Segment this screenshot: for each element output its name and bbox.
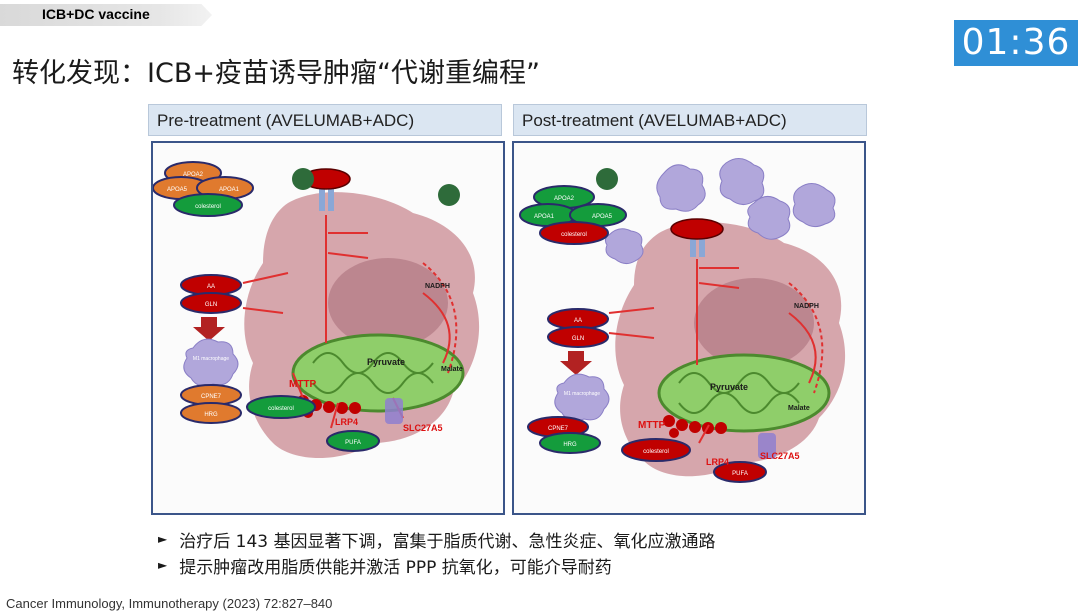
pre-treatment-heading: Pre-treatment (AVELUMAB+ADC) xyxy=(148,104,502,136)
aa-text: AA xyxy=(574,318,582,324)
m1-macrophage xyxy=(604,228,644,265)
malate-label: Malate xyxy=(441,366,463,373)
section-tag: ICB+DC vaccine xyxy=(0,4,212,26)
mttp-label: MTTP xyxy=(289,379,317,390)
bullet-item: ► 提示肿瘤改用脂质供能并激活 PPP 抗氧化，可能介导耐药 xyxy=(158,552,716,578)
m1-macrophage xyxy=(747,196,791,240)
malate-label: Malate xyxy=(788,405,810,412)
gln-text: GLN xyxy=(572,336,584,342)
post-pathway-svg: APOA2 APOA1 APOA5 colesterol AA GLN M1 m… xyxy=(519,158,846,483)
colesterol-oval xyxy=(539,221,609,245)
post-treatment-diagram: APOA2 APOA1 APOA5 colesterol AA GLN M1 m… xyxy=(512,141,866,515)
apoa2-text: APOA2 xyxy=(554,196,575,202)
colesterol-oval-2 xyxy=(246,395,316,419)
pre-treatment-diagram: APOA2 APOA5 APOA1 colesterol AA GLN M1 m… xyxy=(151,141,505,515)
m1-text: M1 macrophage xyxy=(193,356,229,362)
m1-macrophage xyxy=(656,164,706,212)
cpne7-text: CPNE7 xyxy=(201,394,222,400)
apoa5-text: APOA5 xyxy=(167,187,188,193)
mitochondrion xyxy=(657,353,831,433)
pufa-oval xyxy=(326,430,380,452)
post-treatment-heading: Post-treatment (AVELUMAB+ADC) xyxy=(513,104,867,136)
bullet-text: 提示肿瘤改用脂质供能并激活 PPP 抗氧化，可能介导耐药 xyxy=(179,557,612,578)
m1-text: M1 macrophage xyxy=(564,391,600,397)
pre-pathway-svg: APOA2 APOA5 APOA1 colesterol AA GLN M1 m… xyxy=(153,161,480,458)
m1-macrophage xyxy=(792,183,836,228)
hrg-text: HRG xyxy=(204,412,218,418)
hrg-oval xyxy=(180,402,242,424)
lrp4-label: LRP4 xyxy=(706,457,729,467)
citation: Cancer Immunology, Immunotherapy (2023) … xyxy=(6,596,333,611)
apoa5-text: APOA5 xyxy=(592,214,613,220)
m1-macrophage xyxy=(719,158,765,205)
hrg-oval xyxy=(539,432,601,454)
pufa-text: PUFA xyxy=(345,440,361,446)
colesterol-text: colesterol xyxy=(195,204,221,210)
aa-text: AA xyxy=(207,284,215,290)
glucose-oval xyxy=(670,218,724,240)
apoa1-text: APOA1 xyxy=(534,214,555,220)
timer: 01:36 xyxy=(954,20,1078,66)
gln-oval xyxy=(180,292,242,314)
bullet-text: 治疗后 143 基因显著下调，富集于脂质代谢、急性炎症、氧化应激通路 xyxy=(179,531,716,552)
slc27a5-label: SLC27A5 xyxy=(403,423,443,433)
lrp4-label: LRP4 xyxy=(335,417,358,427)
pufa-text: PUFA xyxy=(732,471,748,477)
gln-text: GLN xyxy=(205,302,217,308)
mttp-label: MTTP xyxy=(638,420,666,431)
bullet-item: ► 治疗后 143 基因显著下调，富集于脂质代谢、急性炎症、氧化应激通路 xyxy=(158,526,716,552)
colesterol-text: colesterol xyxy=(561,232,587,238)
pyruvate-label: Pyruvate xyxy=(367,357,405,367)
apoa1-text: APOA1 xyxy=(219,187,240,193)
section-tag-label: ICB+DC vaccine xyxy=(42,6,150,22)
m1-macrophage xyxy=(183,338,239,387)
page-title: 转化发现：ICB+疫苗诱导肿瘤“代谢重编程” xyxy=(12,58,540,89)
pufa-oval xyxy=(713,461,767,483)
nadph-label: NADPH xyxy=(425,283,450,290)
gln-oval xyxy=(547,326,609,348)
triangle-bullet-icon: ► xyxy=(158,558,168,572)
colesterol-text-2: colesterol xyxy=(643,449,669,455)
pyruvate-label: Pyruvate xyxy=(710,382,748,392)
colesterol-oval-2 xyxy=(621,438,691,462)
slc27a5-label: SLC27A5 xyxy=(760,451,800,461)
colesterol-text-2: colesterol xyxy=(268,406,294,412)
colesterol-oval xyxy=(173,193,243,217)
cpne7-text: CPNE7 xyxy=(548,426,569,432)
triangle-bullet-icon: ► xyxy=(158,532,168,546)
m1-macrophage xyxy=(554,373,610,422)
hrg-text: HRG xyxy=(563,442,577,448)
nadph-label: NADPH xyxy=(794,303,819,310)
bullet-list: ► 治疗后 143 基因显著下调，富集于脂质代谢、急性炎症、氧化应激通路 ► 提示肿… xyxy=(158,526,716,578)
apoa2-text: APOA2 xyxy=(183,172,204,178)
